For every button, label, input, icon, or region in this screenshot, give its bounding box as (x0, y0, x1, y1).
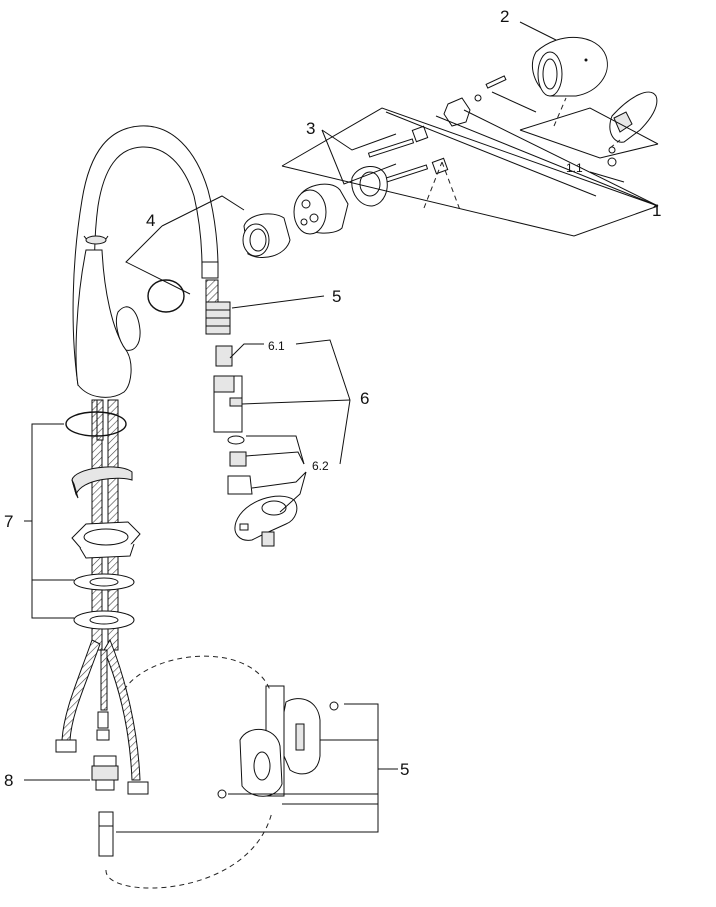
handle-assembly (147, 37, 658, 313)
faucet-body (72, 125, 219, 398)
callout-6-2: 6.2 (312, 459, 329, 473)
callout-2: 2 (500, 7, 509, 26)
callout-3: 3 (306, 119, 315, 138)
quick-connector (91, 755, 119, 857)
callout-8: 8 (4, 771, 13, 790)
hose-guide (217, 685, 339, 799)
callout-labels: 1 1.1 2 3 4 5 6.1 6 6.2 7 8 5 (4, 7, 661, 790)
dashed-guides (105, 97, 621, 889)
leader-lines (24, 21, 659, 833)
spray-parts (205, 279, 298, 547)
callout-5-bottom: 5 (400, 760, 409, 779)
callout-6: 6 (360, 389, 369, 408)
callout-7: 7 (4, 512, 13, 531)
callout-1-1: 1.1 (566, 161, 583, 175)
mounting-kit (65, 411, 141, 630)
callout-6-1: 6.1 (268, 339, 285, 353)
callout-4: 4 (146, 211, 155, 230)
callout-1: 1 (652, 201, 661, 220)
callout-5-top: 5 (332, 287, 341, 306)
hoses (55, 399, 149, 795)
